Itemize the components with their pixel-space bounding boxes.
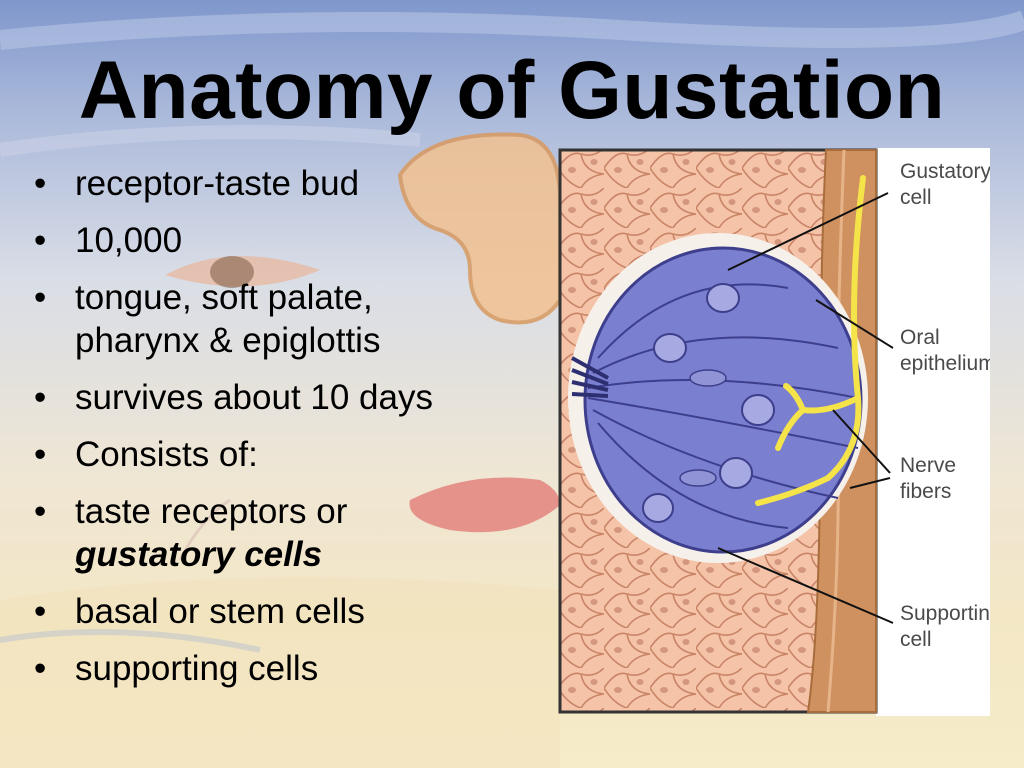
- bullet-item: • basal or stem cells: [30, 590, 550, 633]
- svg-text:cell: cell: [900, 628, 932, 651]
- bullet-glyph: •: [34, 221, 47, 260]
- bullet-text: supporting cells: [75, 649, 319, 688]
- bullet-text: basal or stem cells: [75, 592, 365, 631]
- bullet-item: • taste receptors or gustatory cells: [30, 490, 550, 576]
- bullet-text: receptor-taste bud: [75, 164, 360, 203]
- bullet-glyph: •: [34, 592, 47, 631]
- bullet-glyph: •: [34, 649, 47, 688]
- svg-text:Supporting: Supporting: [900, 602, 990, 625]
- lips-illustration: [409, 477, 560, 533]
- bullet-item: • tongue, soft palate, pharynx & epiglotti…: [30, 276, 550, 362]
- taste-bud: [568, 233, 868, 563]
- bullet-text: taste receptors or: [75, 492, 348, 531]
- label-panel: [876, 148, 990, 716]
- svg-text:Gustatory: Gustatory: [900, 160, 990, 183]
- svg-text:cell: cell: [900, 186, 932, 209]
- bullet-text: tongue, soft palate,: [75, 278, 373, 317]
- bullet-list: • receptor-taste bud • 10,000 • tongue, sof…: [30, 162, 550, 704]
- bullet-item: • receptor-taste bud: [30, 162, 550, 205]
- ear-illustration: [397, 132, 562, 325]
- bullet-item: • survives about 10 days: [30, 376, 550, 419]
- svg-text:fibers: fibers: [900, 480, 951, 503]
- svg-text:Oral: Oral: [900, 326, 940, 349]
- svg-text:epithelium: epithelium: [900, 352, 990, 375]
- slide-title: Anatomy of Gustation: [78, 45, 946, 136]
- bullet-emphasis: gustatory cells: [75, 535, 323, 574]
- bullet-item: • Consists of:: [30, 433, 550, 476]
- svg-text:Nerve: Nerve: [900, 454, 956, 477]
- bullet-text: pharynx & epiglottis: [75, 321, 381, 360]
- bullet-text: 10,000: [75, 221, 183, 260]
- bullet-item: • supporting cells: [30, 647, 550, 690]
- bullet-glyph: •: [34, 278, 47, 317]
- bullet-text: Consists of:: [75, 435, 258, 474]
- bullet-glyph: •: [34, 492, 47, 531]
- label-gustatory-cell: Gustatory cell: [900, 160, 990, 209]
- bullet-glyph: •: [34, 435, 47, 474]
- bullet-glyph: •: [34, 378, 47, 417]
- nerve-fibers: [755, 175, 866, 506]
- bullet-text: survives about 10 days: [75, 378, 433, 417]
- taste-bud-diagram: Gustatory cell Oral epithelium Nerve fib…: [558, 148, 990, 716]
- bullet-glyph: •: [34, 164, 47, 203]
- label-oral-epithelium: Oral epithelium: [900, 326, 990, 375]
- leader-lines: [717, 192, 894, 624]
- label-nerve-fibers: Nerve fibers: [900, 454, 956, 503]
- label-supporting-cell: Supporting cell: [900, 602, 990, 651]
- bullet-item: • 10,000: [30, 219, 550, 262]
